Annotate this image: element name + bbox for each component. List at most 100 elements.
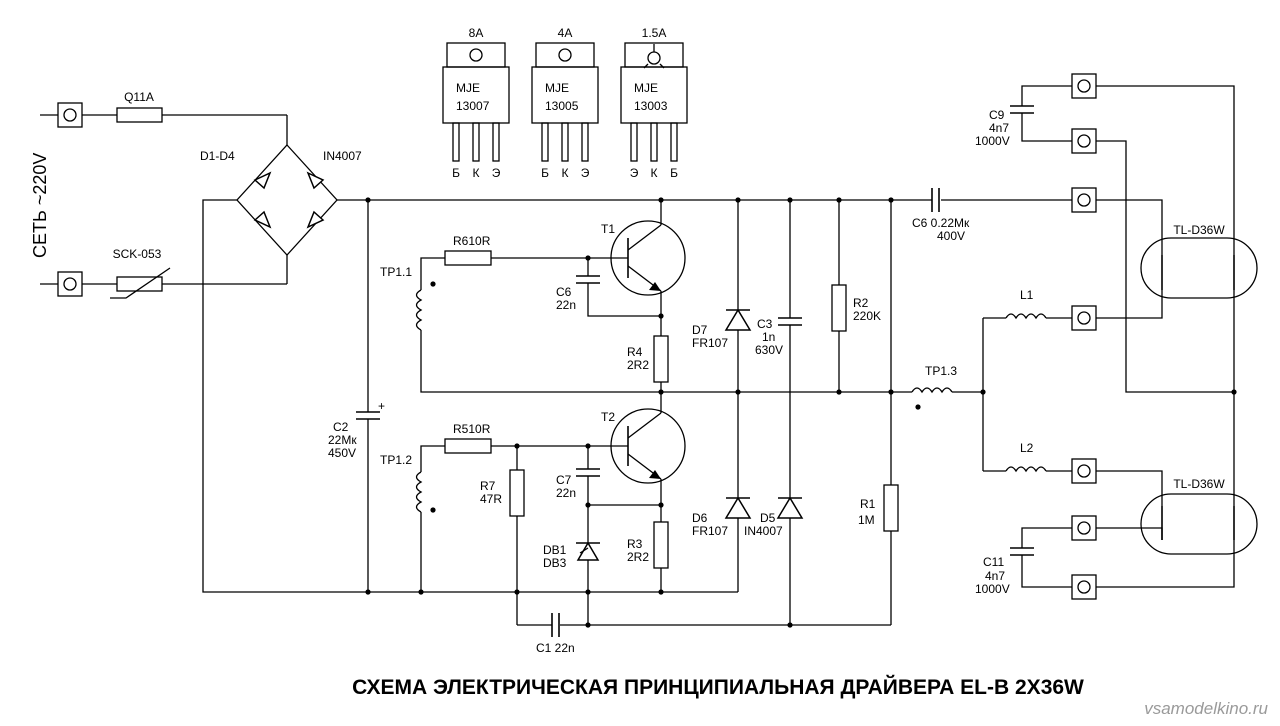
- d7-value: FR107: [692, 336, 728, 350]
- bridge-label: D1-D4: [200, 149, 235, 163]
- winding-tp12: [415, 471, 423, 513]
- pin-label: Э: [581, 166, 590, 180]
- c2-name: C2: [333, 420, 349, 434]
- c9-voltage: 1000V: [975, 134, 1010, 148]
- fuse-label: Q11A: [124, 90, 154, 104]
- package-line1: MJE: [634, 81, 658, 95]
- package-line2: 13007: [456, 99, 490, 113]
- package-line1: MJE: [456, 81, 480, 95]
- d6-value: FR107: [692, 524, 728, 538]
- package-mje13005: 4A MJE 13005 Б К Э: [531, 26, 599, 180]
- r3-name: R3: [627, 537, 643, 551]
- lamp1-label: TL-D36W: [1173, 223, 1225, 237]
- r2-value: 220K: [853, 309, 881, 323]
- schematic-title: СХЕМА ЭЛЕКТРИЧЕСКАЯ ПРИНЦИПИАЛЬНАЯ ДРАЙВ…: [352, 675, 1084, 699]
- fuse: [116, 107, 163, 123]
- c7-name: C7: [556, 473, 572, 487]
- c6b-line2: 400V: [937, 229, 965, 243]
- c11-voltage: 1000V: [975, 582, 1010, 596]
- r1-name: R1: [860, 497, 876, 511]
- db-name2: DB3: [543, 556, 567, 570]
- inductor-l2: [1005, 466, 1047, 473]
- r5-label: R510R: [453, 422, 491, 436]
- package-current-label: 8A: [469, 26, 484, 40]
- tp12-label: TP1.2: [380, 453, 412, 467]
- package-mje13007: 8A MJE 13007 Б К Э: [442, 26, 510, 180]
- c11-name: C11: [983, 555, 1004, 569]
- transistor-t2: [610, 392, 686, 484]
- pin-label: К: [562, 166, 569, 180]
- d5-name: D5: [760, 511, 776, 525]
- pin-label: Э: [630, 166, 639, 180]
- c3-value: 1n: [762, 330, 775, 344]
- dinistor-db1: [576, 541, 600, 561]
- watermark: vsamodelkino.ru: [1144, 699, 1268, 718]
- d5-value: IN4007: [744, 524, 783, 538]
- r4-name: R4: [627, 345, 643, 359]
- package-mje13003: 1.5A MJE 13003 Э К Б: [620, 26, 688, 180]
- package-current-label: 1.5A: [642, 26, 667, 40]
- mains-terminal-bottom: [40, 271, 83, 297]
- r7-value: 47R: [480, 492, 502, 506]
- c9-value: 4n7: [989, 121, 1009, 135]
- package-line2: 13003: [634, 99, 668, 113]
- resistor-r2: [831, 284, 847, 332]
- c6b-line1: C6 0.22Мк: [912, 216, 970, 230]
- c6-value: 22n: [556, 298, 576, 312]
- c2-value: 22Мк: [328, 433, 357, 447]
- transistor-t1: [610, 200, 686, 296]
- c7-value: 22n: [556, 486, 576, 500]
- r7-name: R7: [480, 479, 496, 493]
- lamp2-label: TL-D36W: [1173, 477, 1225, 491]
- mains-label: СЕТЬ ~220V: [30, 153, 50, 258]
- c3-voltage: 630V: [755, 343, 783, 357]
- r1-value: 1M: [858, 513, 875, 527]
- l2-label: L2: [1020, 441, 1034, 455]
- c1-label: C1 22n: [536, 641, 575, 655]
- resistor-r7: [509, 469, 525, 517]
- r4-value: 2R2: [627, 358, 649, 372]
- r2-name: R2: [853, 296, 869, 310]
- t1-label: T1: [601, 222, 615, 236]
- pin-label: Б: [452, 166, 460, 180]
- resistor-r6: [444, 250, 492, 266]
- t2-label: T2: [601, 410, 615, 424]
- diode-d5: [776, 496, 804, 519]
- lamp-2: [1140, 493, 1258, 555]
- resistor-r1: [883, 484, 899, 532]
- db-name1: DB1: [543, 543, 567, 557]
- winding-tp11: [415, 289, 423, 331]
- tp13-label: TP1.3: [925, 364, 957, 378]
- pin-label: К: [473, 166, 480, 180]
- package-line1: MJE: [545, 81, 569, 95]
- diode-d6: [724, 496, 752, 519]
- pin-label: Б: [541, 166, 549, 180]
- winding-tp13: [911, 387, 953, 394]
- inductor-l1: [1005, 313, 1047, 320]
- pin-label: К: [651, 166, 658, 180]
- mains-terminal-top: [40, 102, 83, 128]
- r3-value: 2R2: [627, 550, 649, 564]
- r6-label: R610R: [453, 234, 491, 248]
- c2-polarity: +: [378, 399, 385, 413]
- c6-name: C6: [556, 285, 572, 299]
- package-line2: 13005: [545, 99, 579, 113]
- resistor-r3: [653, 521, 669, 569]
- c2-voltage: 450V: [328, 446, 356, 460]
- bridge-rectifier: [236, 115, 338, 284]
- d6-name: D6: [692, 511, 708, 525]
- d7-name: D7: [692, 323, 708, 337]
- c11-value: 4n7: [985, 569, 1005, 583]
- thermistor-label: SCK-053: [113, 247, 162, 261]
- pin-label: Б: [670, 166, 678, 180]
- c3-name: C3: [757, 317, 773, 331]
- resistor-r5: [444, 438, 492, 454]
- package-current-label: 4A: [558, 26, 573, 40]
- tp11-label: TP1.1: [380, 265, 412, 279]
- l1-label: L1: [1020, 288, 1034, 302]
- resistor-r4: [653, 335, 669, 383]
- c9-name: C9: [989, 108, 1005, 122]
- diode-d7: [724, 308, 752, 331]
